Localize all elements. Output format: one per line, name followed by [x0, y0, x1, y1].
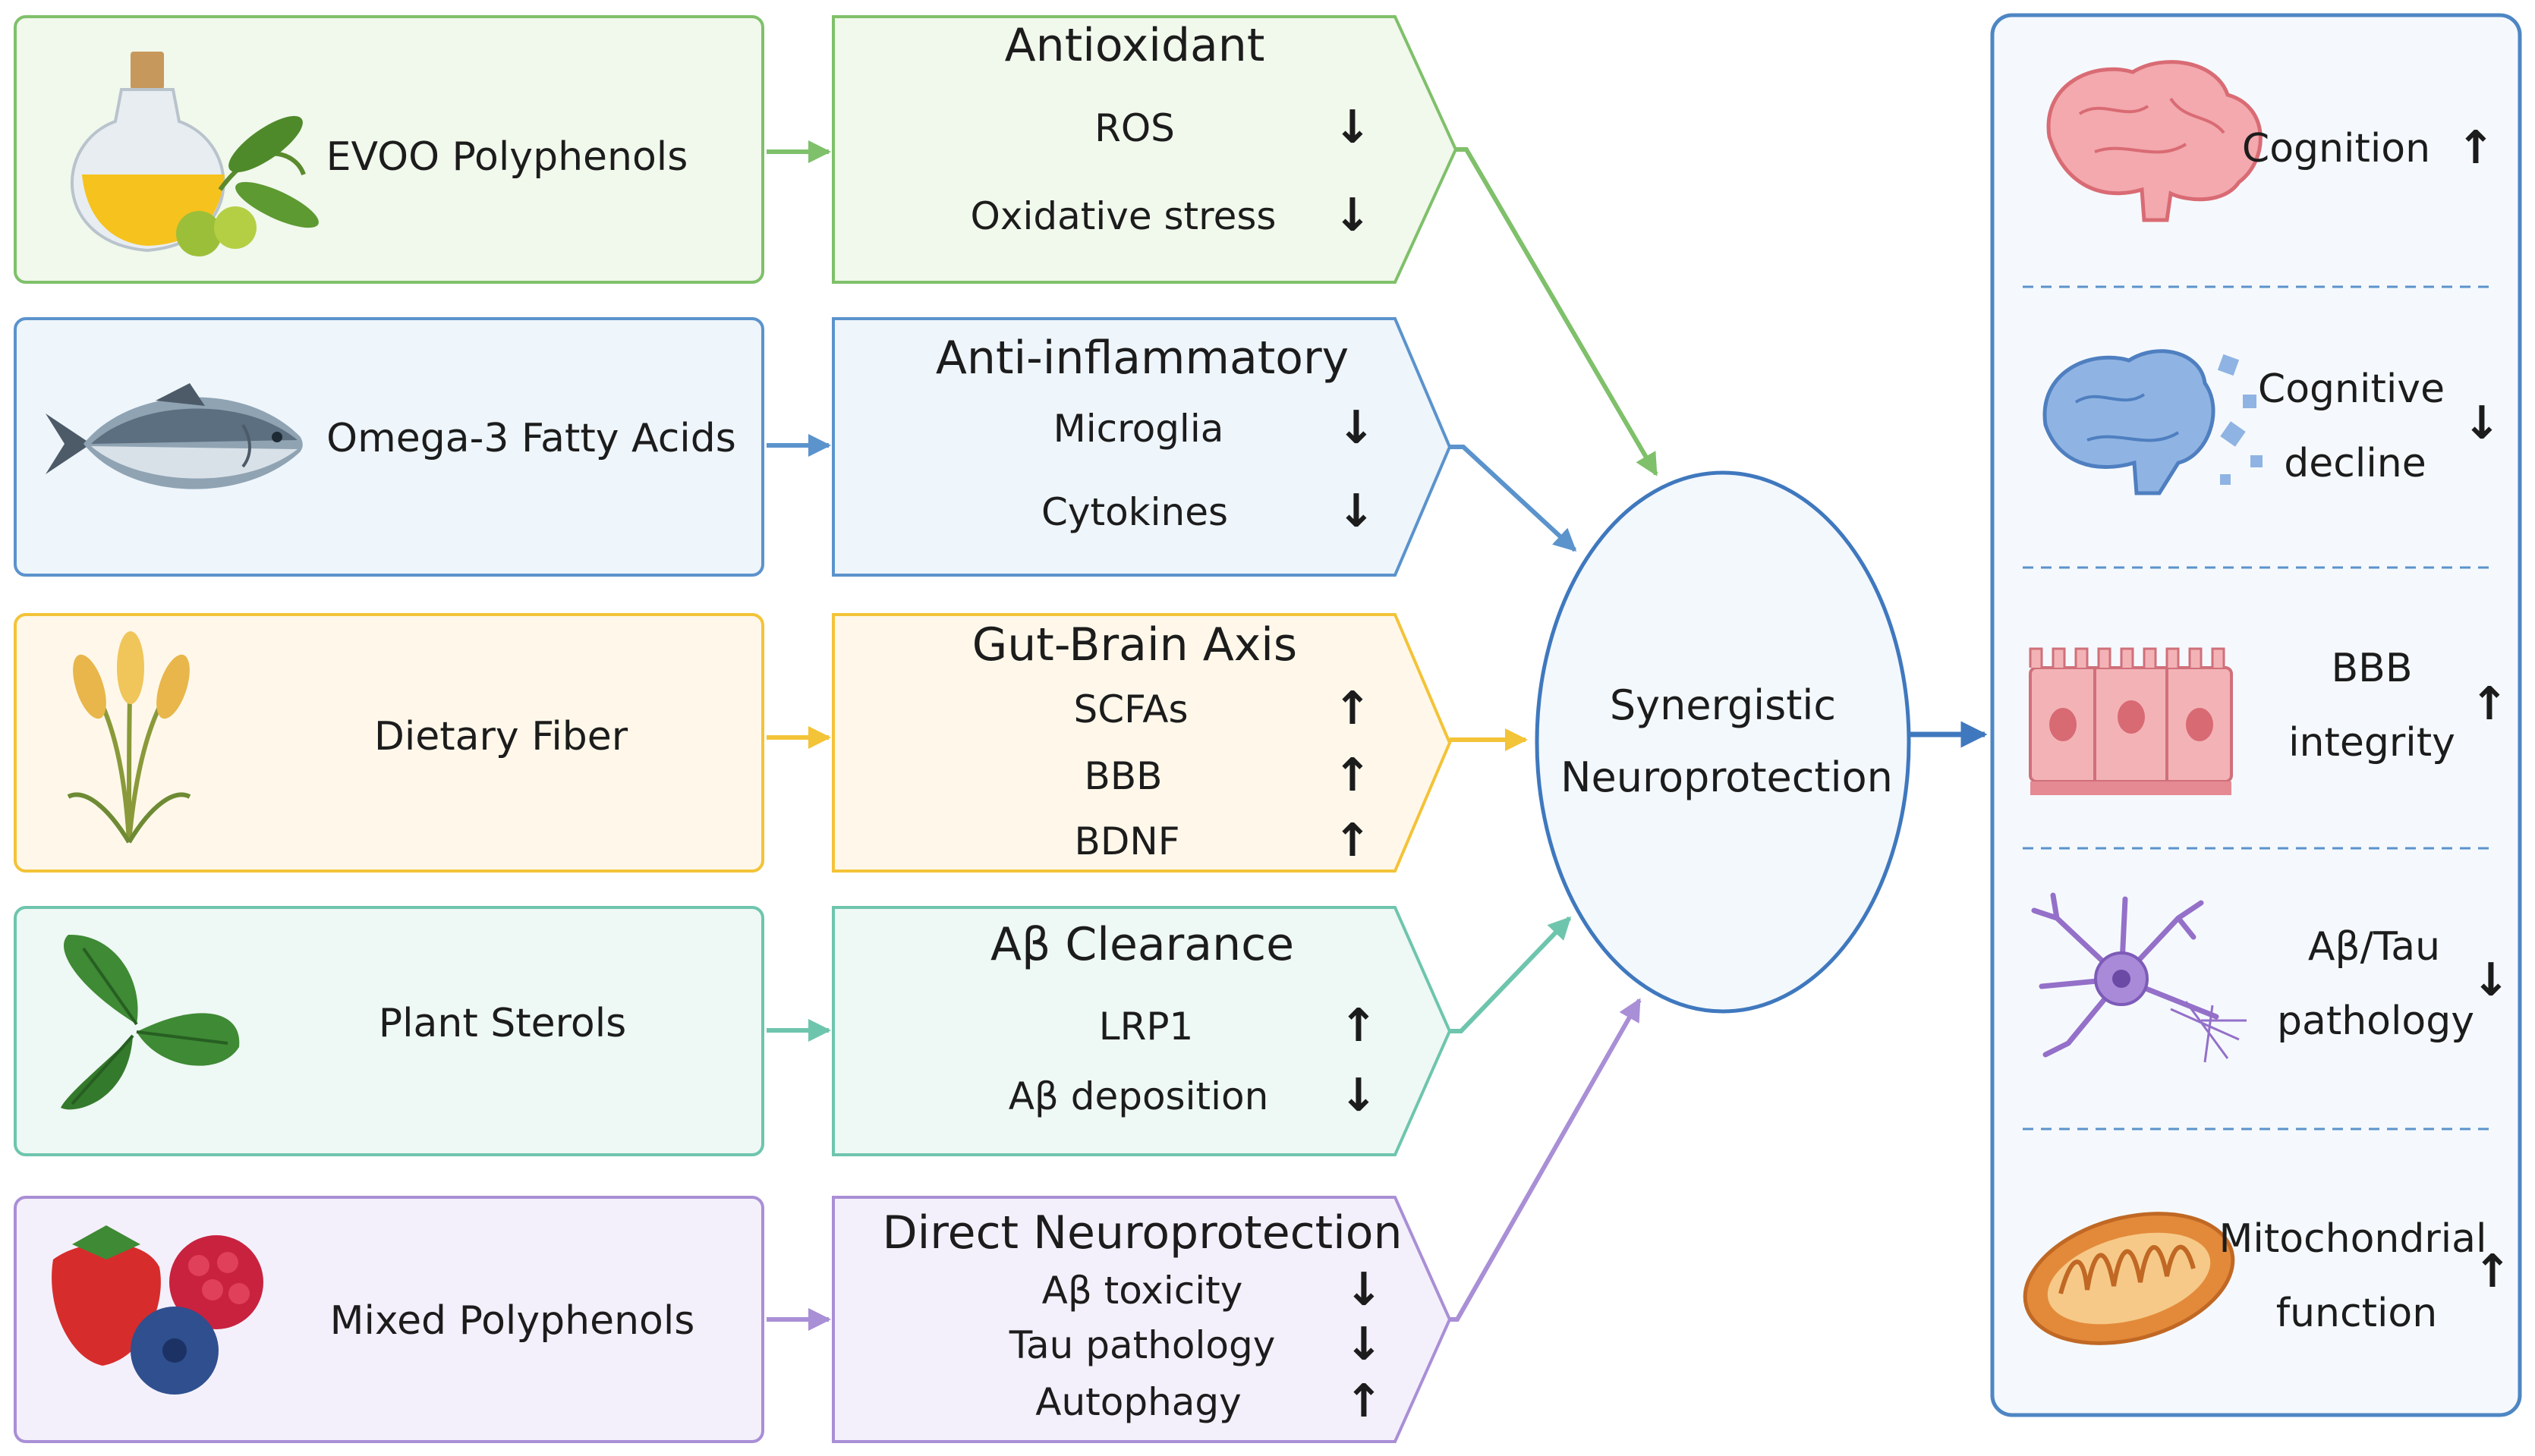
mechanism-to-center-arrow-anti-inflammatory	[1450, 445, 1577, 552]
outcome-abeta-tau-pathology: Aβ/Tau pathology ↓	[2031, 892, 2510, 1063]
endothelial-cells-icon	[2029, 647, 2233, 795]
mechanism-box-fiber	[832, 613, 1452, 873]
outcome-cognitive-decline: Cognitive decline ↓	[2042, 349, 2501, 495]
row-fiber: Dietary Fiber Gut-Brain Axis SCFAs ↑ BBB…	[14, 613, 1452, 873]
mechanism-box-sterols	[832, 906, 1452, 1156]
outcome-arrow-cognitive-decline: ↓	[2463, 397, 2501, 450]
source-box-omega	[14, 317, 764, 577]
source-box-fiber	[14, 613, 764, 873]
fish-icon	[46, 383, 303, 489]
outcomes-panel: Cognition ↑ Cognitive decline ↓	[1990, 13, 2522, 1417]
effect-label-abeta-deposition: Aβ deposition	[1009, 1074, 1269, 1118]
outcome-arrow-mitochondrial-function: ↑	[2474, 1245, 2511, 1298]
effect-arrow-abeta-toxicity: ↓	[1345, 1263, 1383, 1316]
effect-label-bbb: BBB	[1085, 754, 1163, 798]
effect-label-autophagy: Autophagy	[1035, 1380, 1241, 1424]
outcome-arrow-bbb-integrity: ↑	[2470, 678, 2508, 731]
synergy-ellipse	[1535, 470, 1911, 1014]
mechanism-box-mixed	[832, 1196, 1452, 1443]
source-label-fiber: Dietary Fiber	[374, 714, 628, 759]
converging-arrows	[1450, 147, 1658, 1322]
effect-label-cytokines: Cytokines	[1041, 490, 1228, 534]
mechanism-title-abeta-clearance: Aβ Clearance	[990, 918, 1294, 971]
effect-arrow-scfas: ↑	[1334, 682, 1371, 735]
mechanism-title-anti-inflammatory: Anti-inflammatory	[936, 332, 1349, 385]
outcome-label-decline: decline	[2284, 441, 2426, 486]
outcome-cognition: Cognition ↑	[2046, 60, 2495, 222]
outcome-label-cognition: Cognition	[2242, 126, 2430, 171]
row-sterols: Plant Sterols Aβ Clearance LRP1 ↑ Aβ dep…	[14, 906, 1452, 1156]
mechanism-title-antioxidant: Antioxidant	[1005, 19, 1265, 72]
fragmenting-brain-icon	[2042, 349, 2263, 495]
center-label-line2: Neuroprotection	[1560, 753, 1893, 801]
effect-label-oxidative-stress: Oxidative stress	[971, 194, 1277, 238]
mechanism-box-evoo	[832, 15, 1458, 284]
outcome-label-cognitive: Cognitive	[2258, 366, 2445, 412]
source-box-sterols	[14, 906, 764, 1156]
source-label-evoo: EVOO Polyphenols	[326, 134, 688, 180]
mechanism-title-gut-brain-axis: Gut-Brain Axis	[972, 618, 1297, 671]
berries-icon	[52, 1225, 263, 1395]
effect-label-microglia: Microglia	[1053, 407, 1224, 451]
effect-arrow-tau-pathology: ↓	[1345, 1318, 1383, 1371]
source-label-sterols: Plant Sterols	[379, 1001, 627, 1046]
effect-label-bdnf: BDNF	[1075, 819, 1180, 863]
outcome-arrow-cognition: ↑	[2457, 121, 2495, 175]
effect-arrow-cytokines: ↓	[1337, 485, 1375, 538]
brain-icon	[2046, 60, 2263, 222]
outcome-label-function: function	[2276, 1291, 2437, 1336]
outcome-bbb-integrity: BBB integrity ↑	[2029, 646, 2508, 795]
leaves-icon	[61, 934, 240, 1110]
effect-arrow-autophagy: ↑	[1345, 1375, 1383, 1428]
effect-label-lrp1: LRP1	[1099, 1005, 1194, 1049]
effect-label-tau-pathology: Tau pathology	[1009, 1323, 1276, 1367]
effect-arrow-abeta-deposition: ↓	[1340, 1069, 1378, 1122]
center-label-line1: Synergistic	[1610, 681, 1836, 729]
effect-label-ros: ROS	[1094, 106, 1175, 150]
outcome-label-pathology: pathology	[2277, 998, 2474, 1044]
mechanism-to-center-arrow-direct	[1450, 998, 1642, 1322]
outcome-label-integrity: integrity	[2288, 720, 2455, 766]
effect-label-abeta-toxicity: Aβ toxicity	[1042, 1269, 1243, 1313]
outcome-mitochondrial-function: Mitochondrial function ↑	[2023, 1212, 2511, 1345]
mechanism-to-center-arrow-antioxidant	[1456, 147, 1658, 476]
mitochondrion-icon	[2023, 1212, 2235, 1345]
wheat-icon	[67, 631, 191, 844]
effect-arrow-lrp1: ↑	[1340, 999, 1378, 1052]
effect-arrow-oxidative-stress: ↓	[1334, 189, 1371, 242]
source-label-mixed: Mixed Polyphenols	[330, 1298, 695, 1344]
effect-arrow-bdnf: ↑	[1334, 814, 1371, 867]
source-label-omega: Omega-3 Fatty Acids	[326, 416, 736, 461]
center-node: Synergistic Neuroprotection	[1535, 470, 1911, 1014]
mechanism-title-direct-neuroprotection: Direct Neuroprotection	[882, 1206, 1402, 1259]
row-omega: Omega-3 Fatty Acids Anti-inflammatory Mi…	[14, 317, 1452, 577]
effect-arrow-bbb: ↑	[1334, 749, 1371, 802]
olive-oil-icon	[71, 52, 319, 256]
effect-arrow-ros: ↓	[1334, 101, 1371, 154]
outcome-label-mitochondrial: Mitochondrial	[2219, 1216, 2487, 1262]
effect-arrow-microglia: ↓	[1337, 401, 1375, 454]
outcome-arrow-abeta-tau-pathology: ↓	[2472, 954, 2510, 1007]
row-mixed: Mixed Polyphenols Direct Neuroprotection…	[14, 1196, 1452, 1443]
effect-label-scfas: SCFAs	[1073, 687, 1188, 731]
outcome-label-bbb: BBB	[2331, 646, 2412, 691]
mechanism-box-omega	[832, 317, 1452, 577]
outcome-label-abeta-tau: Aβ/Tau	[2308, 924, 2440, 970]
neuron-icon	[2031, 892, 2247, 1063]
mechanism-to-center-arrow-abeta-clearance	[1450, 916, 1572, 1033]
row-evoo: EVOO Polyphenols Antioxidant ROS ↓ Oxida…	[14, 15, 1458, 284]
